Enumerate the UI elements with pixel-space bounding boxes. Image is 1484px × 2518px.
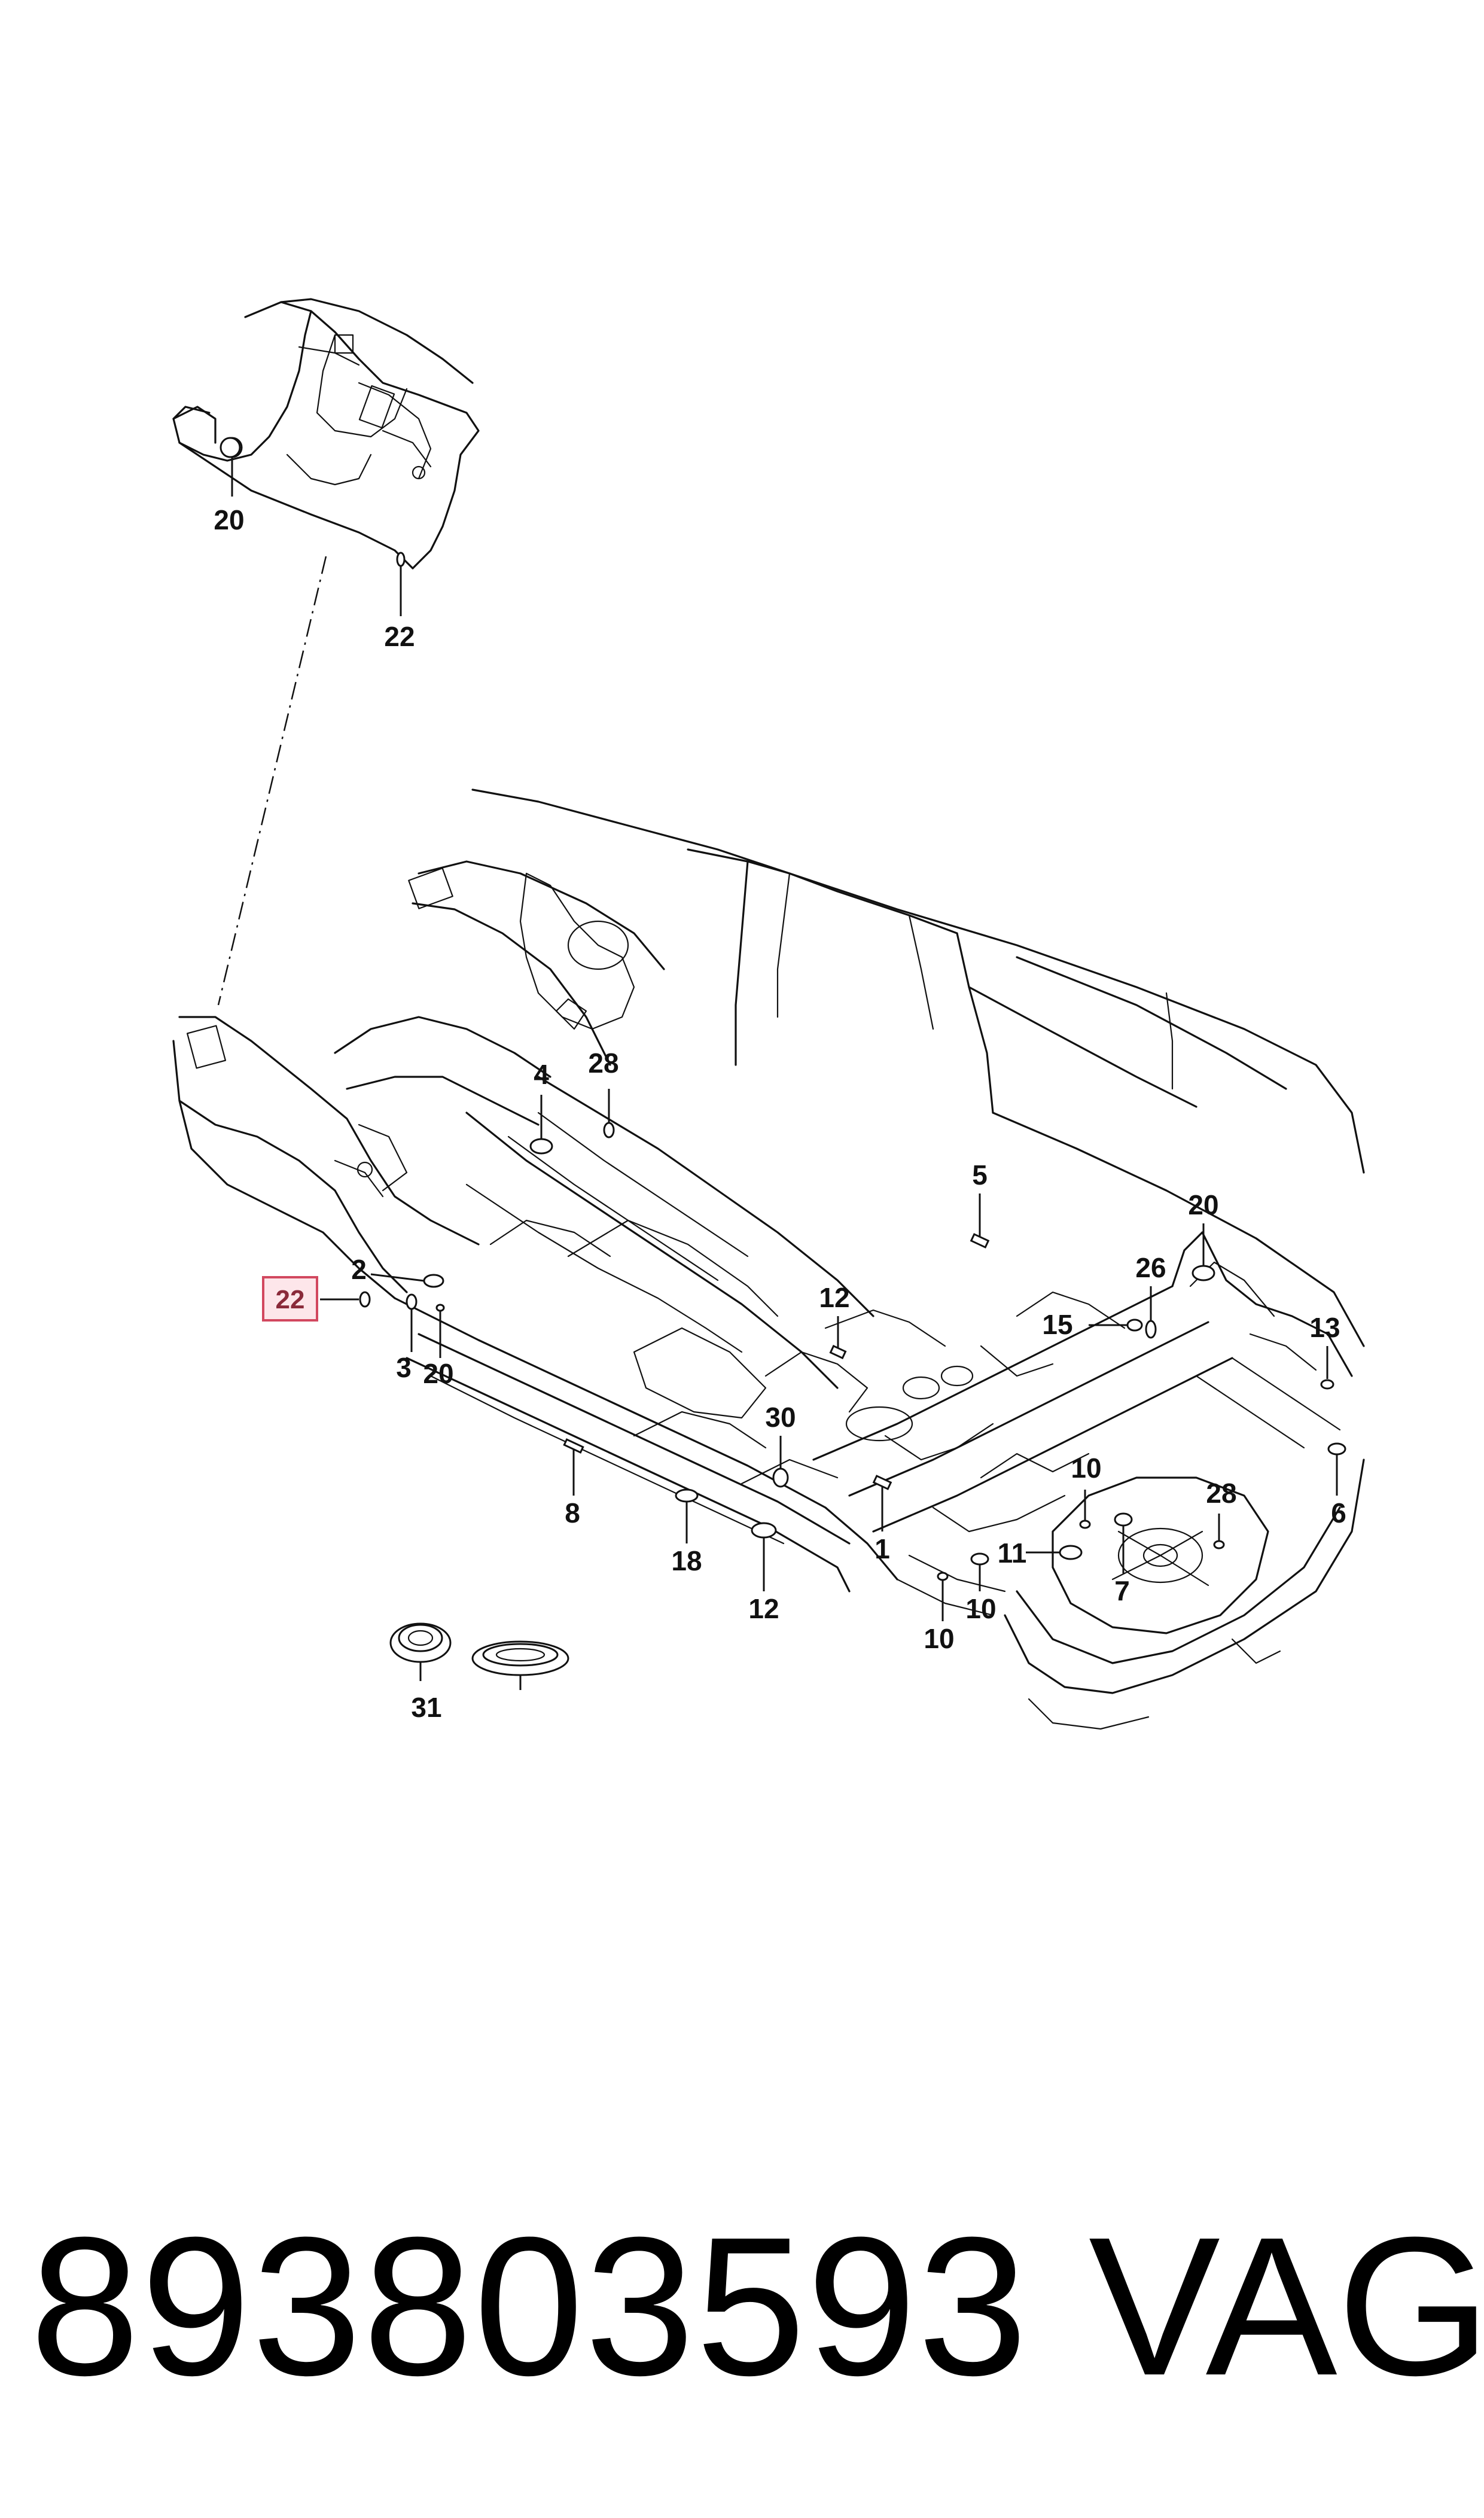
callout-30: 8 [565,1497,580,1529]
highlighted-label: 22 [276,1285,305,1314]
callout-13: 13 [1309,1312,1340,1343]
callout-11: 10 [924,1623,954,1654]
brand-name: VAG [1089,2196,1484,2416]
leader-lines [231,457,1338,1690]
highlighted-callout-22[interactable]: 22 [262,1276,318,1322]
callout-18: 12 [748,1593,779,1624]
callout-15: 15 [1042,1309,1072,1340]
callout-28-rear: 7 [1114,1575,1130,1606]
callout-20-floor: 30 [765,1402,796,1433]
callout-6: 31 [411,1692,441,1723]
callout-24: 3 [396,1352,412,1383]
callout-12-tunnel: 12 [819,1282,849,1313]
detail-link-line [217,556,327,1006]
callout-labels: 20 22 4 28 5 20 26 13 15 12 2 3 20 30 8 … [214,504,1346,1723]
callout-8: 18 [671,1545,702,1576]
callout-1: 11 [998,1537,1027,1569]
vehicle-body [172,788,1365,1730]
callout-28-front: 28 [588,1048,618,1079]
part-number: 893803593 [30,2196,1029,2416]
callout-10-mid: 10 [1071,1453,1101,1484]
callout-10-right: 28 [1206,1478,1236,1509]
callout-26: 26 [1135,1252,1166,1283]
inset-detail [172,298,480,570]
callout-20-rear: 20 [1188,1189,1218,1220]
callout-12-sill: 1 [874,1533,890,1564]
callout-3: 20 [423,1358,453,1389]
callout-4: 4 [534,1059,549,1090]
callout-22-inset: 22 [384,621,415,652]
callout-2: 2 [351,1254,367,1285]
callout-10-left: 10 [965,1593,996,1624]
grommet-round [389,1622,452,1663]
callout-7: 6 [1331,1497,1346,1529]
callout-5: 5 [972,1159,988,1191]
highlight-box [262,1276,318,1322]
callout-20-inset: 20 [214,504,244,535]
grommet-oval [471,1640,569,1676]
